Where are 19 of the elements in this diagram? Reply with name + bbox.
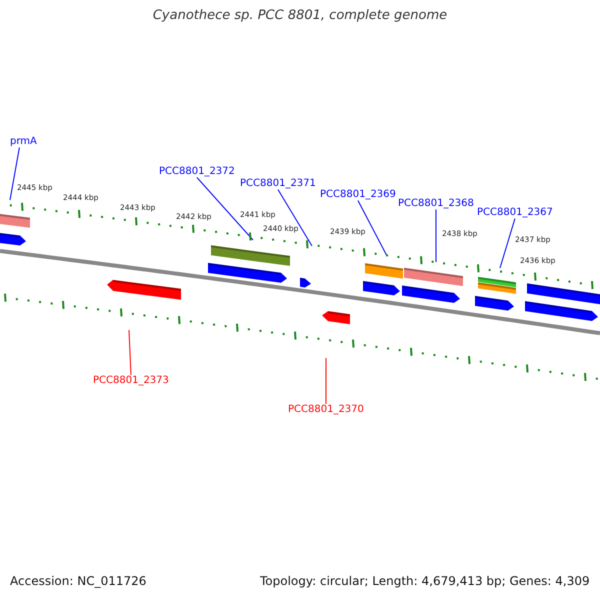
leader-line <box>128 330 132 376</box>
leader-line <box>196 177 254 240</box>
gene-label: PCC8801_2367 <box>477 207 553 218</box>
leader-line <box>277 189 312 246</box>
gene-label: PCC8801_2372 <box>159 166 235 178</box>
title: Cyanothece sp. PCC 8801, complete genome <box>152 9 448 24</box>
leader-line <box>357 200 388 256</box>
accession-text: Accession: NC_011726 <box>10 575 146 589</box>
gene-label: prmA <box>10 136 37 148</box>
leader-line <box>500 218 516 268</box>
leader-line <box>10 147 20 200</box>
gene-label: PCC8801_2370 <box>288 404 364 416</box>
gene-label: PCC8801_2369 <box>320 189 396 200</box>
leader-line <box>325 358 326 404</box>
gene-label: PCC8801_2368 <box>398 198 474 210</box>
leader-line <box>435 209 436 262</box>
genome-summary-text: Topology: circular; Length: 4,679,413 bp; Genes: 4,309 <box>260 575 590 589</box>
gene-label: PCC8801_2373 <box>93 375 169 386</box>
gene-label: PCC8801_2371 <box>240 178 316 190</box>
